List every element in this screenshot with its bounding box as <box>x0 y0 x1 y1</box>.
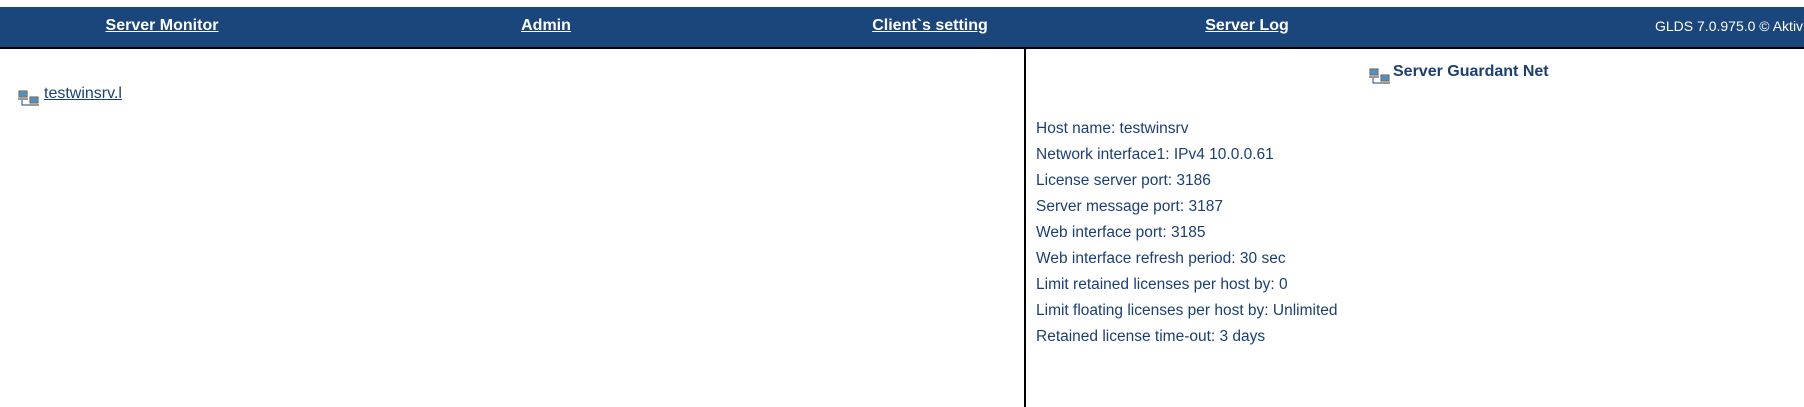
info-network-interface: Network interface1: IPv4 10.0.0.61 <box>1036 146 1274 163</box>
network-computers-icon <box>1369 68 1390 84</box>
info-limit-floating: Limit floating licenses per host by: Unl… <box>1036 302 1338 319</box>
info-refresh-period: Web interface refresh period: 30 sec <box>1036 250 1286 267</box>
network-computers-icon <box>18 90 39 106</box>
server-title: Server Guardant Net <box>1393 63 1549 80</box>
panel-divider <box>1024 49 1026 407</box>
info-limit-retained: Limit retained licenses per host by: 0 <box>1036 276 1288 293</box>
nav-admin[interactable]: Admin <box>521 17 571 34</box>
info-license-server-port: License server port: 3186 <box>1036 172 1211 189</box>
nav-server-log[interactable]: Server Log <box>1205 17 1289 34</box>
info-web-interface-port: Web interface port: 3185 <box>1036 224 1206 241</box>
version-text: GLDS 7.0.975.0 © Aktiv C <box>1655 18 1804 34</box>
top-nav-bar: Server Monitor Admin Client`s setting Se… <box>0 7 1804 49</box>
info-host-name: Host name: testwinsrv <box>1036 120 1189 137</box>
server-link[interactable]: testwinsrv.l <box>44 85 122 102</box>
info-retained-timeout: Retained license time-out: 3 days <box>1036 328 1266 345</box>
nav-clients-setting[interactable]: Client`s setting <box>872 17 988 34</box>
info-server-message-port: Server message port: 3187 <box>1036 198 1223 215</box>
server-info-list: Host name: testwinsrv Network interface1… <box>1036 119 1338 353</box>
nav-server-monitor[interactable]: Server Monitor <box>105 17 219 34</box>
